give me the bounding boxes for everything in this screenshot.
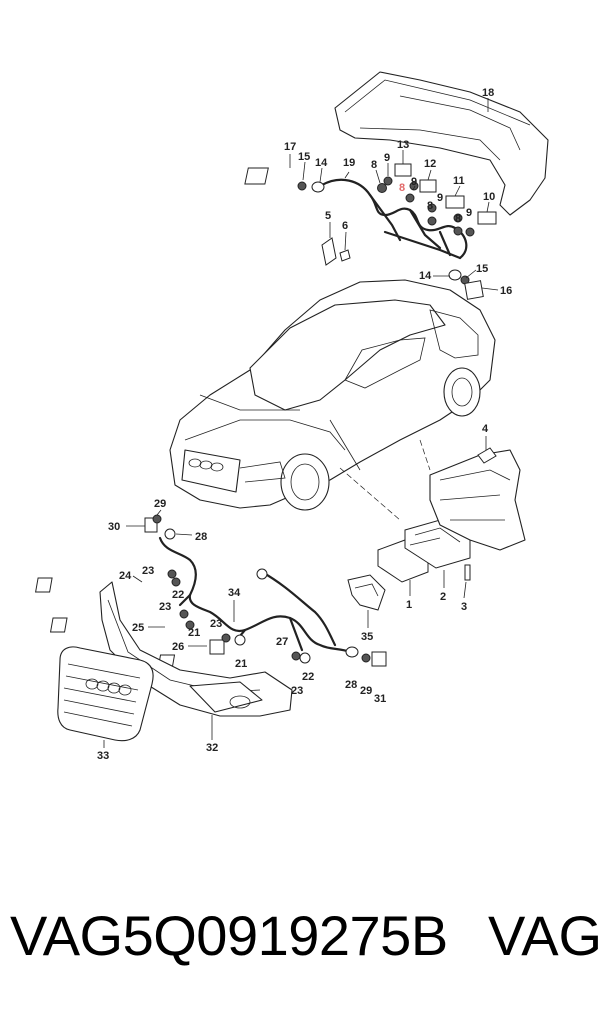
callout-14: 14 xyxy=(315,157,328,169)
callout-30: 30 xyxy=(108,521,120,533)
callout-9: 9 xyxy=(411,176,417,188)
callout-highlighted-8: 8 xyxy=(399,182,405,194)
callout-34: 34 xyxy=(228,587,241,599)
callout-3: 3 xyxy=(461,601,467,613)
rear-wiring-harness xyxy=(320,178,468,260)
callout-11: 11 xyxy=(453,175,465,187)
callout-27: 27 xyxy=(276,636,288,648)
callout-23: 23 xyxy=(159,601,171,613)
callout-25: 25 xyxy=(132,622,144,634)
callout-15: 15 xyxy=(476,263,488,275)
part-number: VAG5Q0919275B xyxy=(10,904,448,967)
callout-29: 29 xyxy=(154,498,166,510)
callout-29: 29 xyxy=(360,685,372,697)
callout-10: 10 xyxy=(483,191,495,203)
leader-lines xyxy=(103,98,499,748)
callout-labels: 18 17 15 14 19 8 9 13 9 12 8 9 11 8 9 10… xyxy=(97,87,512,762)
callout-12: 12 xyxy=(424,158,436,170)
callout-28: 28 xyxy=(195,531,207,543)
callout-16: 16 xyxy=(500,285,512,297)
callout-19: 19 xyxy=(343,157,355,169)
callout-13: 13 xyxy=(397,139,409,151)
callout-33: 33 xyxy=(97,750,109,762)
callout-21: 21 xyxy=(235,658,247,670)
callout-9: 9 xyxy=(466,207,472,219)
brand-name: VAG xyxy=(488,904,600,967)
callout-23: 23 xyxy=(210,618,222,630)
callout-8: 8 xyxy=(427,200,433,212)
callout-8: 8 xyxy=(371,159,377,171)
callout-17: 17 xyxy=(284,141,296,153)
callout-8: 8 xyxy=(455,213,461,225)
callout-23: 23 xyxy=(291,685,303,697)
callout-9: 9 xyxy=(437,192,443,204)
callout-22: 22 xyxy=(172,589,184,601)
callout-9: 9 xyxy=(384,152,390,164)
front-bracket xyxy=(347,574,386,611)
rear-bumper xyxy=(334,71,549,216)
callout-26: 26 xyxy=(172,641,184,653)
callout-35: 35 xyxy=(361,631,373,643)
callout-31: 31 xyxy=(374,693,386,705)
callout-6: 6 xyxy=(342,220,348,232)
footer: VAG5Q0919275B VAG xyxy=(10,903,600,983)
callout-2: 2 xyxy=(440,591,446,603)
vehicle-body xyxy=(169,279,496,521)
callout-23: 23 xyxy=(142,565,154,577)
front-sensors xyxy=(35,514,387,670)
callout-18: 18 xyxy=(482,87,494,99)
callout-4: 4 xyxy=(482,423,489,435)
parts-diagram: 18 17 15 14 19 8 9 13 9 12 8 9 11 8 9 10… xyxy=(35,71,549,762)
callout-14: 14 xyxy=(419,270,432,282)
front-grille xyxy=(57,646,154,742)
control-units xyxy=(377,447,526,583)
callout-24: 24 xyxy=(119,570,132,582)
rear-sensors xyxy=(244,163,497,300)
callout-21: 21 xyxy=(188,627,200,639)
callout-22: 22 xyxy=(302,671,314,683)
callout-5: 5 xyxy=(325,210,331,222)
callout-15: 15 xyxy=(298,151,310,163)
callout-32: 32 xyxy=(206,742,218,754)
callout-1: 1 xyxy=(406,599,412,611)
callout-28: 28 xyxy=(345,679,357,691)
